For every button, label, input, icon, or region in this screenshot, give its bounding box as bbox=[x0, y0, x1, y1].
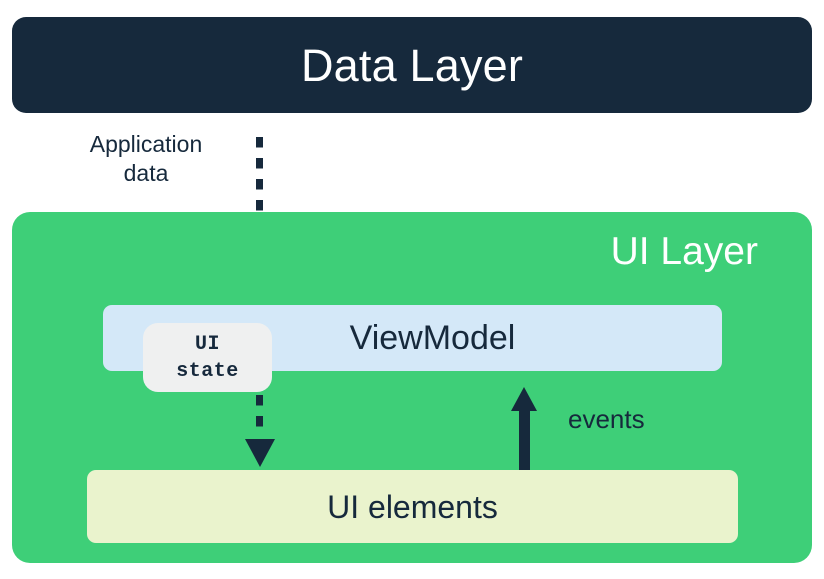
ui-state-label-line2: state bbox=[176, 359, 239, 383]
ui-state-label-line1: UI bbox=[194, 332, 220, 356]
ui-state-dotted-line bbox=[256, 395, 263, 437]
ui-elements-box: UI elements bbox=[87, 470, 738, 543]
ui-elements-label: UI elements bbox=[327, 488, 498, 525]
ui-layer-title: UI Layer bbox=[610, 230, 758, 273]
application-data-label: Application data bbox=[50, 130, 242, 188]
events-label: events bbox=[568, 404, 645, 434]
application-data-label-line1: Application bbox=[89, 131, 203, 157]
application-data-label-line2: data bbox=[123, 159, 169, 186]
ui-state-arrowhead-icon bbox=[245, 439, 275, 467]
data-layer-box: Data Layer bbox=[12, 17, 812, 113]
events-arrowhead-icon bbox=[511, 387, 537, 411]
application-data-dotted-line bbox=[256, 137, 263, 263]
ui-state-badge: UI state bbox=[143, 323, 272, 392]
data-layer-title: Data Layer bbox=[300, 39, 524, 91]
viewmodel-label: ViewModel bbox=[349, 319, 516, 357]
events-arrow-shaft bbox=[519, 408, 530, 470]
